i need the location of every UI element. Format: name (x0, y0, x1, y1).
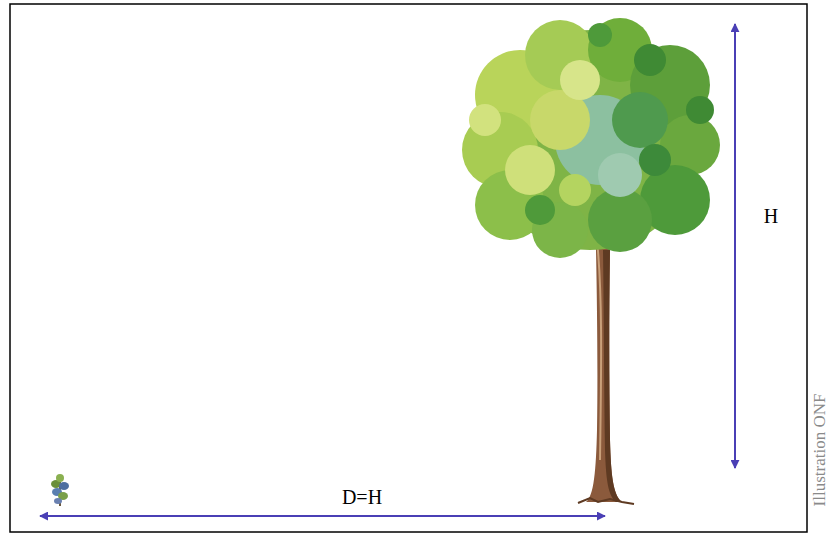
credit-watermark: Illustration ONF (811, 394, 828, 507)
distance-arrow (40, 515, 605, 517)
dimension-label: H (764, 206, 778, 226)
height-arrow (734, 24, 736, 468)
dimension-label: D=H (342, 487, 382, 507)
tree-canopy (462, 18, 720, 258)
seedling (51, 474, 69, 506)
frame-border (10, 4, 807, 532)
